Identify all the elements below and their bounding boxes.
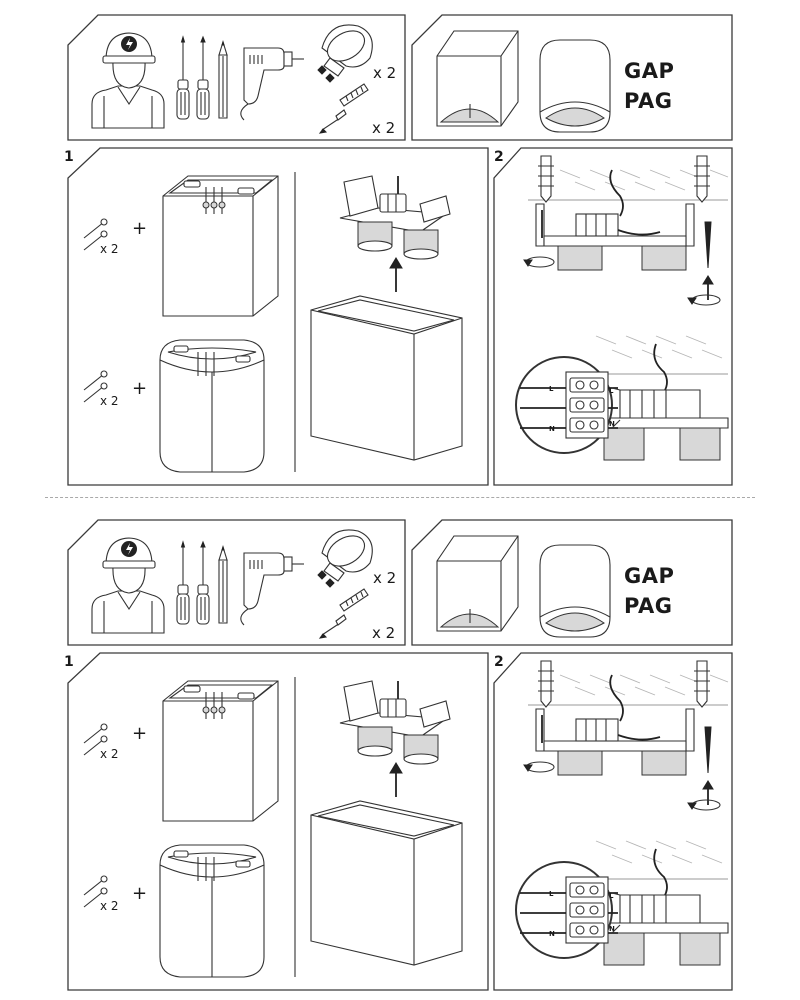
tools-panel: x 2 x 2	[67, 519, 406, 646]
screwdriver-icon	[176, 540, 190, 625]
screws-square-count: x 2	[100, 747, 119, 761]
terminal-magnifier: L N N L	[515, 861, 621, 959]
electrician-icon	[91, 32, 165, 129]
wall-plug-icon	[538, 155, 554, 203]
terminal-neutral-label-right: N	[609, 925, 615, 933]
drill-icon	[240, 47, 304, 121]
screws-oval-count: x 2	[100, 899, 119, 913]
electrician-icon	[91, 537, 165, 634]
terminal-neutral-label-right: N	[609, 420, 615, 428]
mounting-bracket	[339, 175, 451, 260]
model-name-pag: PAG	[624, 89, 672, 113]
wall-plug-icon	[694, 660, 710, 708]
gu10-bulb-icon	[317, 24, 373, 83]
tools-panel: x 2 x 2	[67, 14, 406, 141]
mounted-bracket	[599, 389, 729, 461]
wall-plug-icon	[318, 588, 369, 639]
wall-plug-icon	[694, 155, 710, 203]
oval-fixture-open	[159, 339, 265, 473]
up-arrow-icon	[389, 257, 403, 292]
pencil-icon	[218, 545, 228, 624]
step2-panel: 2	[493, 147, 733, 486]
screw-icon	[83, 218, 108, 251]
models-panel: GAP PAG	[411, 14, 733, 141]
model-name-gap: GAP	[624, 59, 674, 83]
rotate-icon	[687, 799, 721, 811]
drill-icon	[240, 552, 304, 626]
screw-icon	[83, 723, 108, 756]
step-number-2: 2	[494, 654, 504, 670]
screw-icon	[83, 875, 108, 908]
housing-box	[310, 800, 463, 966]
square-fixture-icon	[436, 30, 519, 127]
anchor-count: x 2	[372, 624, 395, 642]
step-number-1: 1	[64, 149, 74, 165]
screwdriver-icon	[196, 540, 210, 625]
square-fixture-open	[162, 680, 279, 822]
ceiling-hatching	[528, 169, 729, 201]
screw-icon	[83, 370, 108, 403]
wall-plug-icon	[538, 660, 554, 708]
housing-box	[310, 295, 463, 461]
instruction-sheet-svg: x 2 x 2 GAP PAG 1	[64, 14, 733, 486]
ceiling-hatching	[528, 674, 729, 706]
pencil-icon	[218, 40, 228, 119]
screwdriver-icon	[176, 35, 190, 120]
up-arrow-icon	[702, 275, 714, 300]
terminal-live-label: L	[549, 890, 554, 898]
instruction-sheet-svg: x 2 x 2 GAP PAG 1	[64, 519, 733, 991]
plus-sign-oval: +	[132, 378, 147, 399]
rotate-icon	[523, 761, 555, 773]
gu10-bulb-icon	[317, 529, 373, 588]
screws-square-count: x 2	[100, 242, 119, 256]
terminal-live-label-right: L	[609, 892, 614, 900]
step2-panel: 2	[493, 652, 733, 991]
terminal-live-label-right: L	[609, 387, 614, 395]
model-name-gap: GAP	[624, 564, 674, 588]
anchor-count: x 2	[372, 119, 395, 137]
instruction-sheet-top: x 2 x 2 GAP PAG 1	[0, 0, 800, 495]
oval-fixture-icon	[539, 544, 611, 638]
step-number-1: 1	[64, 654, 74, 670]
rotate-icon	[523, 256, 555, 268]
terminal-neutral-label: N	[549, 930, 555, 938]
step1-panel: 1 x 2 + x 2 +	[64, 147, 489, 486]
instruction-sheet-bottom: x 2 x 2 GAP PAG 1	[0, 505, 800, 1000]
screwdriver-icon	[196, 35, 210, 120]
square-fixture-open	[162, 175, 279, 317]
plus-sign-oval: +	[132, 883, 147, 904]
terminal-magnifier: L N N L	[515, 356, 621, 454]
square-fixture-icon	[436, 535, 519, 632]
screws-oval-count: x 2	[100, 394, 119, 408]
up-arrow-icon	[702, 780, 714, 805]
screw-icon	[541, 210, 712, 269]
oval-fixture-open	[159, 844, 265, 978]
terminal-neutral-label: N	[549, 425, 555, 433]
bulb-count: x 2	[373, 569, 396, 587]
wall-plug-icon	[318, 83, 369, 134]
screw-icon	[541, 715, 712, 774]
terminal-live-label: L	[549, 385, 554, 393]
models-panel: GAP PAG	[411, 519, 733, 646]
plus-sign-square: +	[132, 218, 147, 239]
rotate-icon	[687, 294, 721, 306]
mounted-bracket	[535, 708, 695, 776]
step-number-2: 2	[494, 149, 504, 165]
cut-line-divider	[45, 497, 755, 498]
mounting-bracket	[339, 680, 451, 765]
mounted-bracket	[535, 203, 695, 271]
plus-sign-square: +	[132, 723, 147, 744]
up-arrow-icon	[389, 762, 403, 797]
step1-panel: 1 x 2 + x 2 +	[64, 652, 489, 991]
bulb-count: x 2	[373, 64, 396, 82]
oval-fixture-icon	[539, 39, 611, 133]
model-name-pag: PAG	[624, 594, 672, 618]
